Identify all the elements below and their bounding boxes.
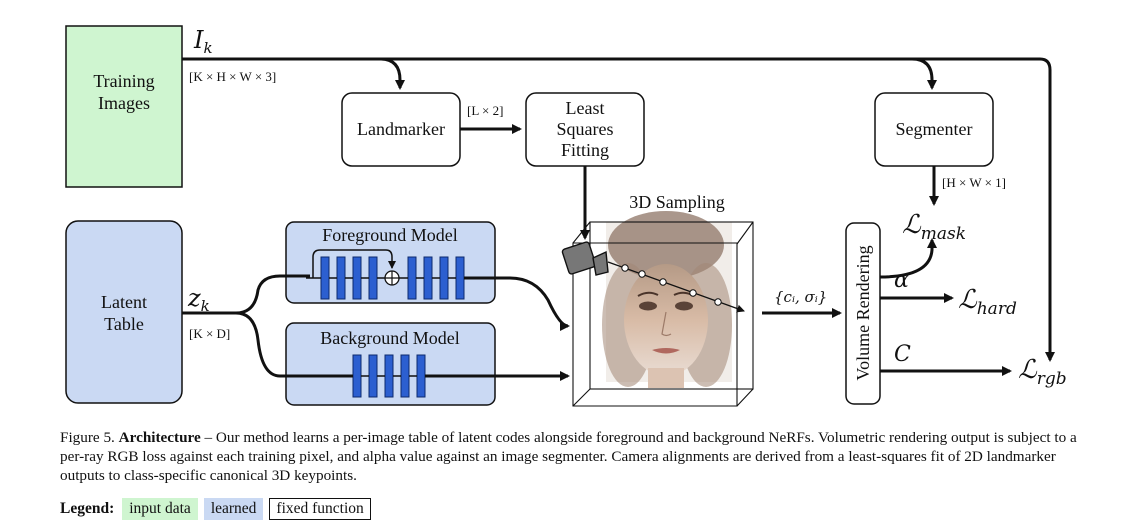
latent-table-box: Latent Table [65, 220, 183, 404]
landmark-dims-label: [L × 2] [467, 103, 503, 118]
least-squares-label-2: Squares [557, 119, 614, 139]
figure-caption: Figure 5. Architecture – Our method lear… [60, 428, 1090, 485]
zk-dims-label: [K × D] [189, 326, 230, 341]
add-icon [384, 270, 400, 286]
camera-icon [561, 241, 609, 276]
color-label: C [894, 342, 911, 367]
sampling-cube: 3D Sampling [561, 192, 754, 407]
legend: Legend: input data learned fixed functio… [60, 498, 371, 520]
zk-label: zk [187, 284, 210, 315]
training-images-box: Training Images [65, 25, 183, 188]
sampling-label: 3D Sampling [629, 192, 725, 212]
latent-table-label-1: Latent [101, 292, 147, 312]
zk-to-background [182, 311, 353, 378]
skip-connection [306, 249, 456, 279]
background-model-box: Background Model [285, 322, 496, 406]
segmenter-label: Segmenter [896, 119, 973, 139]
segmenter-dims-label: [H × W × 1] [942, 175, 1006, 190]
image-to-segmenter-arrow [911, 57, 937, 90]
legend-fixed-function: fixed function [269, 498, 371, 520]
foreground-model-box: Foreground Model [285, 221, 496, 304]
mask-loss-label: ℒmask [902, 210, 966, 244]
latent-table-label-2: Table [104, 314, 144, 334]
training-images-label-1: Training [93, 71, 154, 91]
least-squares-label-3: Fitting [561, 140, 609, 160]
legend-learned: learned [203, 498, 264, 520]
volume-rendering-label: Volume Rendering [853, 245, 873, 380]
foreground-to-sampling-arrow [464, 276, 570, 331]
zk-to-foreground [182, 274, 310, 315]
caption-bold: Architecture [118, 429, 201, 446]
ik-label: Ik [193, 26, 213, 57]
landmarker-label: Landmarker [357, 119, 445, 139]
alpha-label: α [894, 268, 909, 293]
legend-input-data: input data [122, 498, 198, 520]
image-to-landmarker-arrow [379, 57, 405, 90]
legend-title: Legend: [60, 500, 115, 517]
landmarker-box: Landmarker [341, 92, 461, 167]
training-images-label-2: Images [98, 93, 150, 113]
hard-loss-label: ℒhard [958, 285, 1017, 319]
least-squares-label-1: Least [566, 98, 605, 118]
segmenter-box: Segmenter [874, 92, 994, 167]
least-squares-box: Least Squares Fitting [525, 92, 645, 167]
background-model-label: Background Model [320, 328, 459, 348]
caption-text: – Our method learns a per-image table of… [60, 429, 1077, 484]
caption-prefix: Figure 5. [60, 429, 119, 446]
volume-rendering-box: Volume Rendering [845, 222, 881, 405]
foreground-layers [320, 256, 465, 300]
rgb-loss-label: ℒrgb [1018, 355, 1067, 389]
connections [182, 57, 1055, 381]
alpha-to-mask-arrow [879, 238, 937, 279]
ik-dims-label: [K × H × W × 3] [189, 69, 276, 84]
image-to-rgb-loss-arrow [182, 57, 1055, 362]
camera-ray [607, 261, 745, 313]
color-density-label: {cᵢ, σᵢ} [774, 288, 827, 306]
foreground-model-label: Foreground Model [322, 225, 457, 245]
architecture-diagram: Training Images Latent Table Landmarker … [65, 25, 1067, 407]
